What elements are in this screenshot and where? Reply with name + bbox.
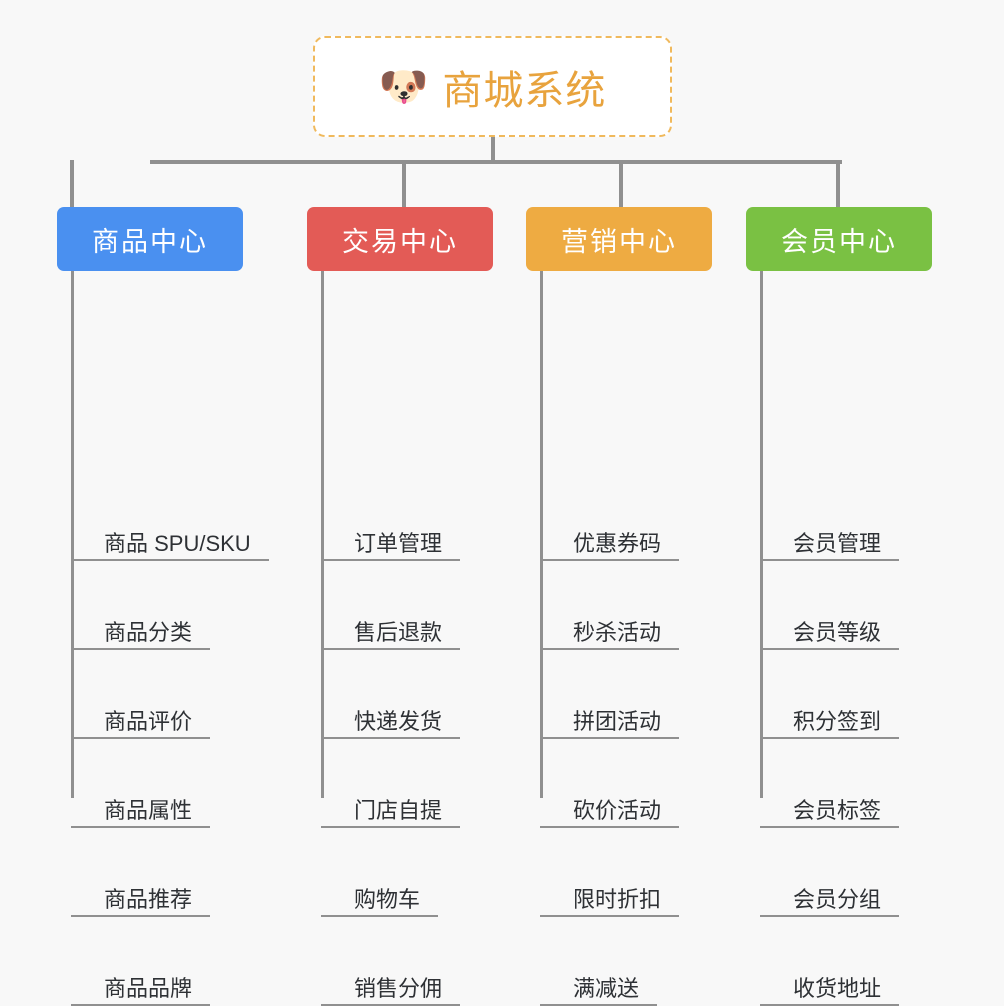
category-label: 交易中心 <box>342 226 458 257</box>
leaf-item[interactable]: 订单管理 <box>321 531 461 561</box>
leaf-item[interactable]: 购物车 <box>321 887 439 917</box>
root-trunk-connector <box>491 137 495 164</box>
branch-spine-connector <box>71 271 74 798</box>
leaf-item[interactable]: 限时折扣 <box>540 887 680 917</box>
leaf-item-label: 拼团活动 <box>573 709 662 734</box>
horizontal-bus-connector <box>150 160 842 164</box>
leaf-item[interactable]: 门店自提 <box>321 798 461 828</box>
leaf-item-label: 会员等级 <box>793 620 882 645</box>
leaf-item[interactable]: 商品品牌 <box>71 976 211 1006</box>
leaf-item-label: 快递发货 <box>354 709 443 734</box>
leaf-item[interactable]: 售后退款 <box>321 620 461 650</box>
leaf-item-label: 门店自提 <box>354 798 443 823</box>
leaf-item-label: 商品 SPU/SKU <box>104 531 251 556</box>
category-box-marketing-center[interactable]: 营销中心 <box>526 207 712 271</box>
leaf-item[interactable]: 收货地址 <box>760 976 900 1006</box>
leaf-item[interactable]: 快递发货 <box>321 709 461 739</box>
branch-drop-connector <box>402 160 406 207</box>
leaf-item[interactable]: 商品评价 <box>71 709 211 739</box>
leaf-item-label: 商品分类 <box>104 620 193 645</box>
category-label: 营销中心 <box>561 226 677 257</box>
category-box-product-center[interactable]: 商品中心 <box>57 207 243 271</box>
leaf-item-label: 会员分组 <box>793 887 882 912</box>
leaf-item[interactable]: 会员分组 <box>760 887 900 917</box>
leaf-item-label: 限时折扣 <box>573 887 662 912</box>
leaf-item-label: 积分签到 <box>793 709 882 734</box>
leaf-item-label: 满减送 <box>573 976 640 1001</box>
leaf-item-label: 售后退款 <box>354 620 443 645</box>
leaf-item-label: 订单管理 <box>354 531 443 556</box>
leaf-item[interactable]: 砍价活动 <box>540 798 680 828</box>
category-label: 会员中心 <box>781 226 897 257</box>
leaf-item-label: 会员标签 <box>793 798 882 823</box>
leaf-item-label: 销售分佣 <box>354 976 443 1001</box>
category-box-trade-center[interactable]: 交易中心 <box>307 207 493 271</box>
branch-spine-connector <box>321 271 324 798</box>
leaf-item[interactable]: 积分签到 <box>760 709 900 739</box>
leaf-item-label: 购物车 <box>354 887 421 912</box>
branch-drop-connector <box>836 160 840 207</box>
leaf-item-label: 商品品牌 <box>104 976 193 1001</box>
leaf-item[interactable]: 商品推荐 <box>71 887 211 917</box>
leaf-item[interactable]: 商品属性 <box>71 798 211 828</box>
leaf-item[interactable]: 满减送 <box>540 976 658 1006</box>
category-label: 商品中心 <box>92 226 208 257</box>
leaf-item-label: 砍价活动 <box>573 798 662 823</box>
mindmap-canvas: 🐶 商城系统 商品中心 商品 SPU/SKU 商品分类 商品评价 商品属性 商品… <box>57 36 932 1006</box>
leaf-item[interactable]: 商品分类 <box>71 620 211 650</box>
leaf-item[interactable]: 会员管理 <box>760 531 900 561</box>
leaf-item[interactable]: 会员标签 <box>760 798 900 828</box>
leaf-item[interactable]: 会员等级 <box>760 620 900 650</box>
branch-drop-connector <box>619 160 623 207</box>
leaf-item[interactable]: 秒杀活动 <box>540 620 680 650</box>
root-node-title: 商城系统 <box>442 68 607 113</box>
branch-drop-connector <box>70 160 74 207</box>
leaf-item[interactable]: 商品 SPU/SKU <box>71 531 269 561</box>
branch-spine-connector <box>540 271 543 798</box>
leaf-item[interactable]: 拼团活动 <box>540 709 680 739</box>
leaf-item-label: 商品属性 <box>104 798 193 823</box>
leaf-item-label: 商品推荐 <box>104 887 193 912</box>
branch-spine-connector <box>760 271 763 798</box>
leaf-item[interactable]: 优惠券码 <box>540 531 680 561</box>
leaf-item-label: 会员管理 <box>793 531 882 556</box>
root-node-mall-system[interactable]: 🐶 商城系统 <box>313 36 672 137</box>
leaf-item-label: 秒杀活动 <box>573 620 662 645</box>
shiba-dog-face-icon: 🐶 <box>378 64 429 109</box>
leaf-item-label: 收货地址 <box>793 976 882 1001</box>
leaf-item-label: 商品评价 <box>104 709 193 734</box>
leaf-item[interactable]: 销售分佣 <box>321 976 461 1006</box>
category-box-member-center[interactable]: 会员中心 <box>746 207 932 271</box>
leaf-item-label: 优惠券码 <box>573 531 662 556</box>
